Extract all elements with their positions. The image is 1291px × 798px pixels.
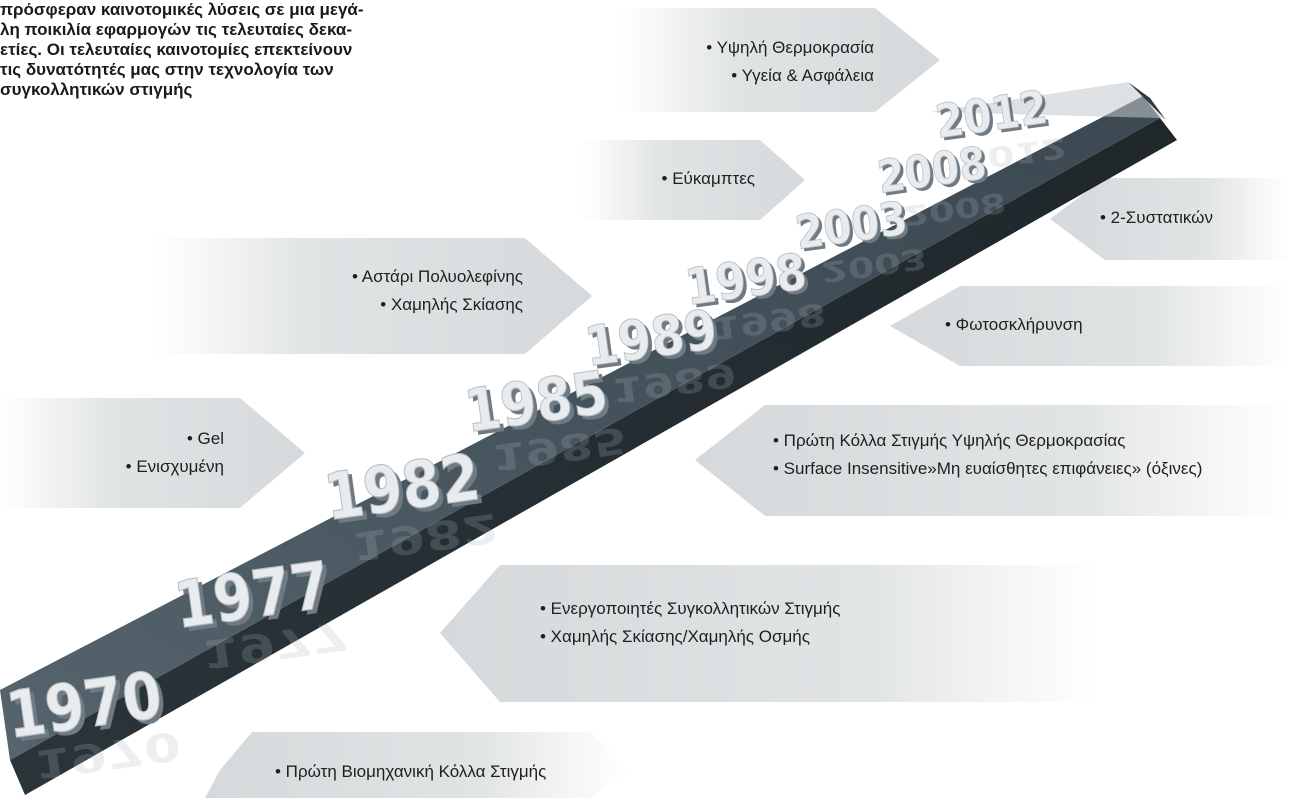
callout-item: • Χαμηλής Σκίασης/Χαμηλής Οσμής — [540, 627, 810, 646]
callout-item: • Εύκαμπτες — [662, 169, 755, 188]
callout-item: • Πρώτη Κόλλα Στιγμής Υψηλής Θερμοκρασία… — [773, 431, 1125, 450]
callout-1970: • Πρώτη Βιομηχανική Κόλλα Στιγμής — [205, 732, 630, 798]
timeline-arrow — [0, 82, 1177, 795]
callout-panel — [620, 8, 940, 112]
arrow-top-face — [0, 96, 1160, 760]
callout-panel — [890, 286, 1291, 366]
callout-1985: • Πρώτη Κόλλα Στιγμής Υψηλής Θερμοκρασία… — [695, 405, 1291, 516]
callout-panel — [205, 732, 630, 798]
intro-line: πρόσφεραν καινοτομικές λύσεις σε μια μεγ… — [0, 0, 364, 19]
callout-item: • Gel — [187, 429, 224, 448]
intro-line: ετίες. Οι τελευταίες καινοτομίες επεκτεί… — [0, 40, 353, 59]
intro-line: συγκολλητικών στιγμής — [0, 80, 193, 99]
intro-paragraph: πρόσφεραν καινοτομικές λύσεις σε μια μεγ… — [0, 0, 470, 100]
callout-item: • Surface Insensitive»Μη ευαίσθητες επιφ… — [773, 459, 1202, 478]
callout-item: • 2-Συστατικών — [1100, 208, 1213, 227]
callout-1977: • Ενεργοποιητές Συγκολλητικών Στιγμής • Χ… — [440, 565, 1100, 702]
callout-panel — [1050, 178, 1291, 260]
callout-item: • Ενισχυμένη — [126, 457, 224, 476]
callout-panel — [440, 565, 1100, 702]
callout-item: • Αστάρι Πολυολεφίνης — [352, 267, 523, 286]
callout-item: • Υγεία & Ασφάλεια — [731, 66, 874, 85]
intro-line: τις δυνατότητές μας στην τεχνολογία των — [0, 60, 334, 79]
callout-panel — [695, 405, 1291, 516]
callout-2003: • Εύκαμπτες — [580, 140, 805, 220]
callouts-layer: • Πρώτη Βιομηχανική Κόλλα Στιγμής • Ενεργ… — [0, 8, 1291, 798]
callout-panel — [580, 140, 805, 220]
callout-1982: • Gel • Ενισχυμένη — [0, 398, 305, 508]
callout-1989: • Αστάρι Πολυολεφίνης • Χαμηλής Σκίασης — [150, 238, 592, 354]
callout-item: • Ενεργοποιητές Συγκολλητικών Στιγμής — [540, 599, 840, 618]
callout-item: • Χαμηλής Σκίασης — [380, 295, 523, 314]
callout-panel — [0, 398, 305, 508]
callout-panel — [150, 238, 592, 354]
year-labels: 1970197019771977198219821985198519891989… — [1, 81, 1054, 758]
intro-line: λη ποικιλία εφαρμογών τις τελευταίες δεκ… — [0, 20, 353, 39]
callout-item: • Υψηλή Θερμοκρασία — [706, 38, 874, 57]
arrow-head-highlight — [930, 82, 1166, 120]
callout-2012: • Υψηλή Θερμοκρασία • Υγεία & Ασφάλεια — [620, 8, 940, 112]
arrow-side-face — [10, 118, 1177, 795]
callout-1998: • Φωτοσκλήρυνση — [890, 286, 1291, 366]
callout-item: • Πρώτη Βιομηχανική Κόλλα Στιγμής — [275, 762, 546, 781]
callout-item: • Φωτοσκλήρυνση — [945, 315, 1083, 334]
callout-2008: • 2-Συστατικών — [1050, 178, 1291, 260]
